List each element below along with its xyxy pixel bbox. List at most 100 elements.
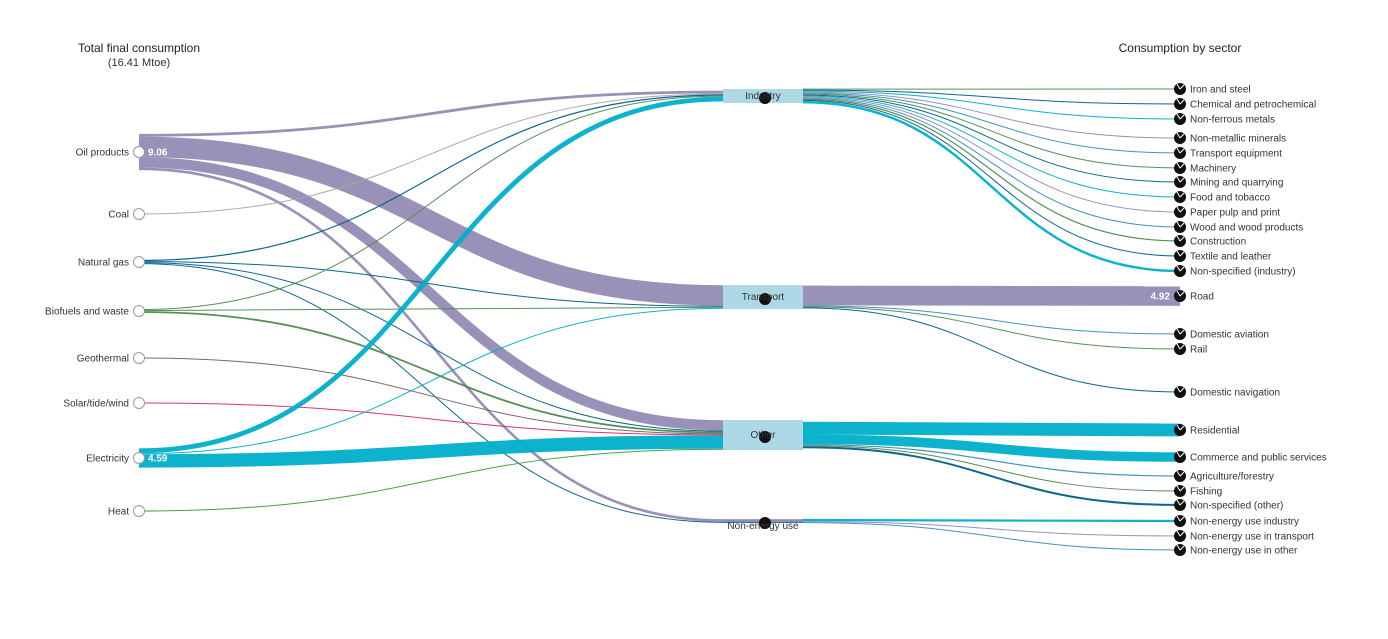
enduse-label-domestic-navigation: Domestic navigation	[1190, 388, 1280, 399]
enduse-label-mining-and-quarrying: Mining and quarrying	[1190, 178, 1283, 189]
flow-elec-other[interactable]	[138, 435, 724, 468]
pie-icon-slice	[1176, 113, 1185, 120]
flow-nonenergy-non-energy-use-in-transport[interactable]	[802, 521, 1181, 537]
source-label-elec: Electricity	[86, 454, 129, 465]
enduse-label-non-metallic-minerals: Non-metallic minerals	[1190, 134, 1286, 145]
enduse-label-residential: Residential	[1190, 426, 1239, 437]
flow-industry-mining-and-quarrying[interactable]	[802, 94, 1181, 183]
pie-icon-slice	[1176, 470, 1185, 477]
flow-heat-other[interactable]	[138, 448, 724, 512]
enduse-label-non-ferrous-metals: Non-ferrous metals	[1190, 115, 1275, 126]
enduse-label-non-specified-industry: Non-specified (industry)	[1190, 267, 1296, 278]
flow-other-non-specified-other[interactable]	[802, 446, 1181, 506]
source-to-sector-flows	[138, 90, 803, 523]
flow-gas-industry[interactable]	[138, 94, 724, 262]
source-node-oil[interactable]	[133, 146, 145, 158]
flow-gas-nonenergy[interactable]	[138, 263, 724, 523]
enduse-label-construction: Construction	[1190, 237, 1246, 248]
flow-nonenergy-non-energy-use-industry[interactable]	[802, 518, 1181, 523]
source-node-geo[interactable]	[133, 352, 145, 364]
flow-oil-other[interactable]	[138, 157, 724, 431]
flow-elec-transport[interactable]	[138, 307, 724, 455]
sector-label-other: Other	[750, 430, 776, 441]
flow-industry-textile-and-leather[interactable]	[802, 99, 1181, 257]
flow-bio-other[interactable]	[138, 311, 724, 434]
flow-other-commerce-and-public-services[interactable]	[802, 434, 1181, 462]
pie-icon-slice	[1176, 544, 1185, 551]
source-label-heat: Heat	[108, 507, 129, 518]
enduse-label-commerce-and-public-services: Commerce and public services	[1190, 453, 1327, 464]
flow-oil-industry[interactable]	[138, 90, 724, 137]
flow-industry-machinery[interactable]	[802, 93, 1181, 169]
sector-to-enduse-flows	[802, 88, 1181, 551]
flow-nonenergy-non-energy-use-in-other[interactable]	[802, 522, 1181, 551]
flow-oil-transport[interactable]	[138, 136, 724, 306]
enduse-label-iron-and-steel: Iron and steel	[1190, 85, 1251, 96]
pie-icon-slice	[1176, 162, 1185, 169]
right-title: Consumption by sector	[1119, 41, 1242, 55]
enduse-label-agriculture-forestry: Agriculture/forestry	[1190, 472, 1274, 483]
flow-industry-food-and-tobacco[interactable]	[802, 95, 1181, 198]
pie-icon-slice	[1176, 206, 1185, 213]
sector-label-nonenergy: Non-energy use	[727, 521, 799, 532]
enduse-label-non-specified-other: Non-specified (other)	[1190, 501, 1283, 512]
flow-other-residential[interactable]	[802, 421, 1181, 437]
flow-industry-paper-pulp-and-print[interactable]	[802, 96, 1181, 213]
sector-label-transport: Transport	[742, 292, 785, 303]
flow-transport-domestic-aviation[interactable]	[802, 305, 1181, 335]
flow-industry-construction[interactable]	[802, 98, 1181, 242]
enduse-label-chemical-and-petrochemical: Chemical and petrochemical	[1190, 100, 1316, 111]
flow-coal-industry[interactable]	[138, 93, 724, 215]
enduse-label-non-energy-use-in-other: Non-energy use in other	[1190, 546, 1298, 557]
source-label-gas: Natural gas	[78, 258, 129, 269]
enduse-label-food-and-tobacco: Food and tobacco	[1190, 193, 1270, 204]
pie-icon[interactable]	[759, 293, 771, 305]
flow-bio-transport[interactable]	[138, 306, 724, 312]
flow-elec-industry[interactable]	[138, 96, 724, 454]
pie-icon-slice	[1176, 515, 1185, 522]
flow-industry-wood-and-wood-products[interactable]	[802, 97, 1181, 228]
flow-geo-other[interactable]	[138, 357, 724, 435]
flow-industry-non-metallic-minerals[interactable]	[802, 91, 1181, 139]
pie-icon-slice	[1176, 221, 1185, 228]
source-node-bio[interactable]	[133, 305, 145, 317]
pie-icon-slice	[1176, 530, 1185, 537]
pie-icon-slice	[1176, 191, 1185, 198]
source-node-coal[interactable]	[133, 208, 145, 220]
pie-icon[interactable]	[759, 92, 771, 104]
flow-oil-nonenergy[interactable]	[138, 167, 724, 522]
pie-icon-slice	[1176, 83, 1185, 90]
flow-solar-other[interactable]	[138, 402, 724, 436]
source-node-gas[interactable]	[133, 256, 145, 268]
flow-gas-other[interactable]	[138, 262, 724, 432]
source-node-solar[interactable]	[133, 397, 145, 409]
pie-icon-slice	[1176, 451, 1185, 458]
flow-transport-domestic-navigation[interactable]	[802, 307, 1181, 393]
enduse-label-road: Road	[1190, 292, 1214, 303]
pie-icon-slice	[1176, 98, 1185, 105]
enduse-label-domestic-aviation: Domestic aviation	[1190, 330, 1269, 341]
pie-icon[interactable]	[759, 431, 771, 443]
pie-icon-slice	[1176, 235, 1185, 242]
pie-icon-slice	[1176, 386, 1185, 393]
flow-industry-non-specified-industry[interactable]	[802, 100, 1181, 273]
flow-transport-rail[interactable]	[802, 306, 1181, 350]
flow-transport-road[interactable]	[802, 285, 1181, 306]
pie-icon[interactable]	[759, 517, 771, 529]
enduse-label-wood-and-wood-products: Wood and wood products	[1190, 223, 1303, 234]
flow-industry-chemical-and-petrochemical[interactable]	[802, 89, 1181, 105]
flow-industry-transport-equipment[interactable]	[802, 92, 1181, 154]
flow-gas-transport[interactable]	[138, 261, 724, 307]
source-node-heat[interactable]	[133, 505, 145, 517]
source-label-coal: Coal	[108, 210, 129, 221]
flow-other-agriculture-forestry[interactable]	[802, 444, 1181, 477]
source-node-elec[interactable]	[133, 452, 145, 464]
pie-icon-slice	[1176, 132, 1185, 139]
pie-icon-slice	[1176, 250, 1185, 257]
enduse-value-label-road: 4.92	[1151, 292, 1171, 303]
flow-bio-industry[interactable]	[138, 95, 724, 311]
flow-industry-non-ferrous-metals[interactable]	[802, 90, 1181, 120]
enduse-label-paper-pulp-and-print: Paper pulp and print	[1190, 208, 1280, 219]
source-value-label-oil: 9.06	[148, 148, 168, 159]
flow-other-fishing[interactable]	[802, 445, 1181, 492]
